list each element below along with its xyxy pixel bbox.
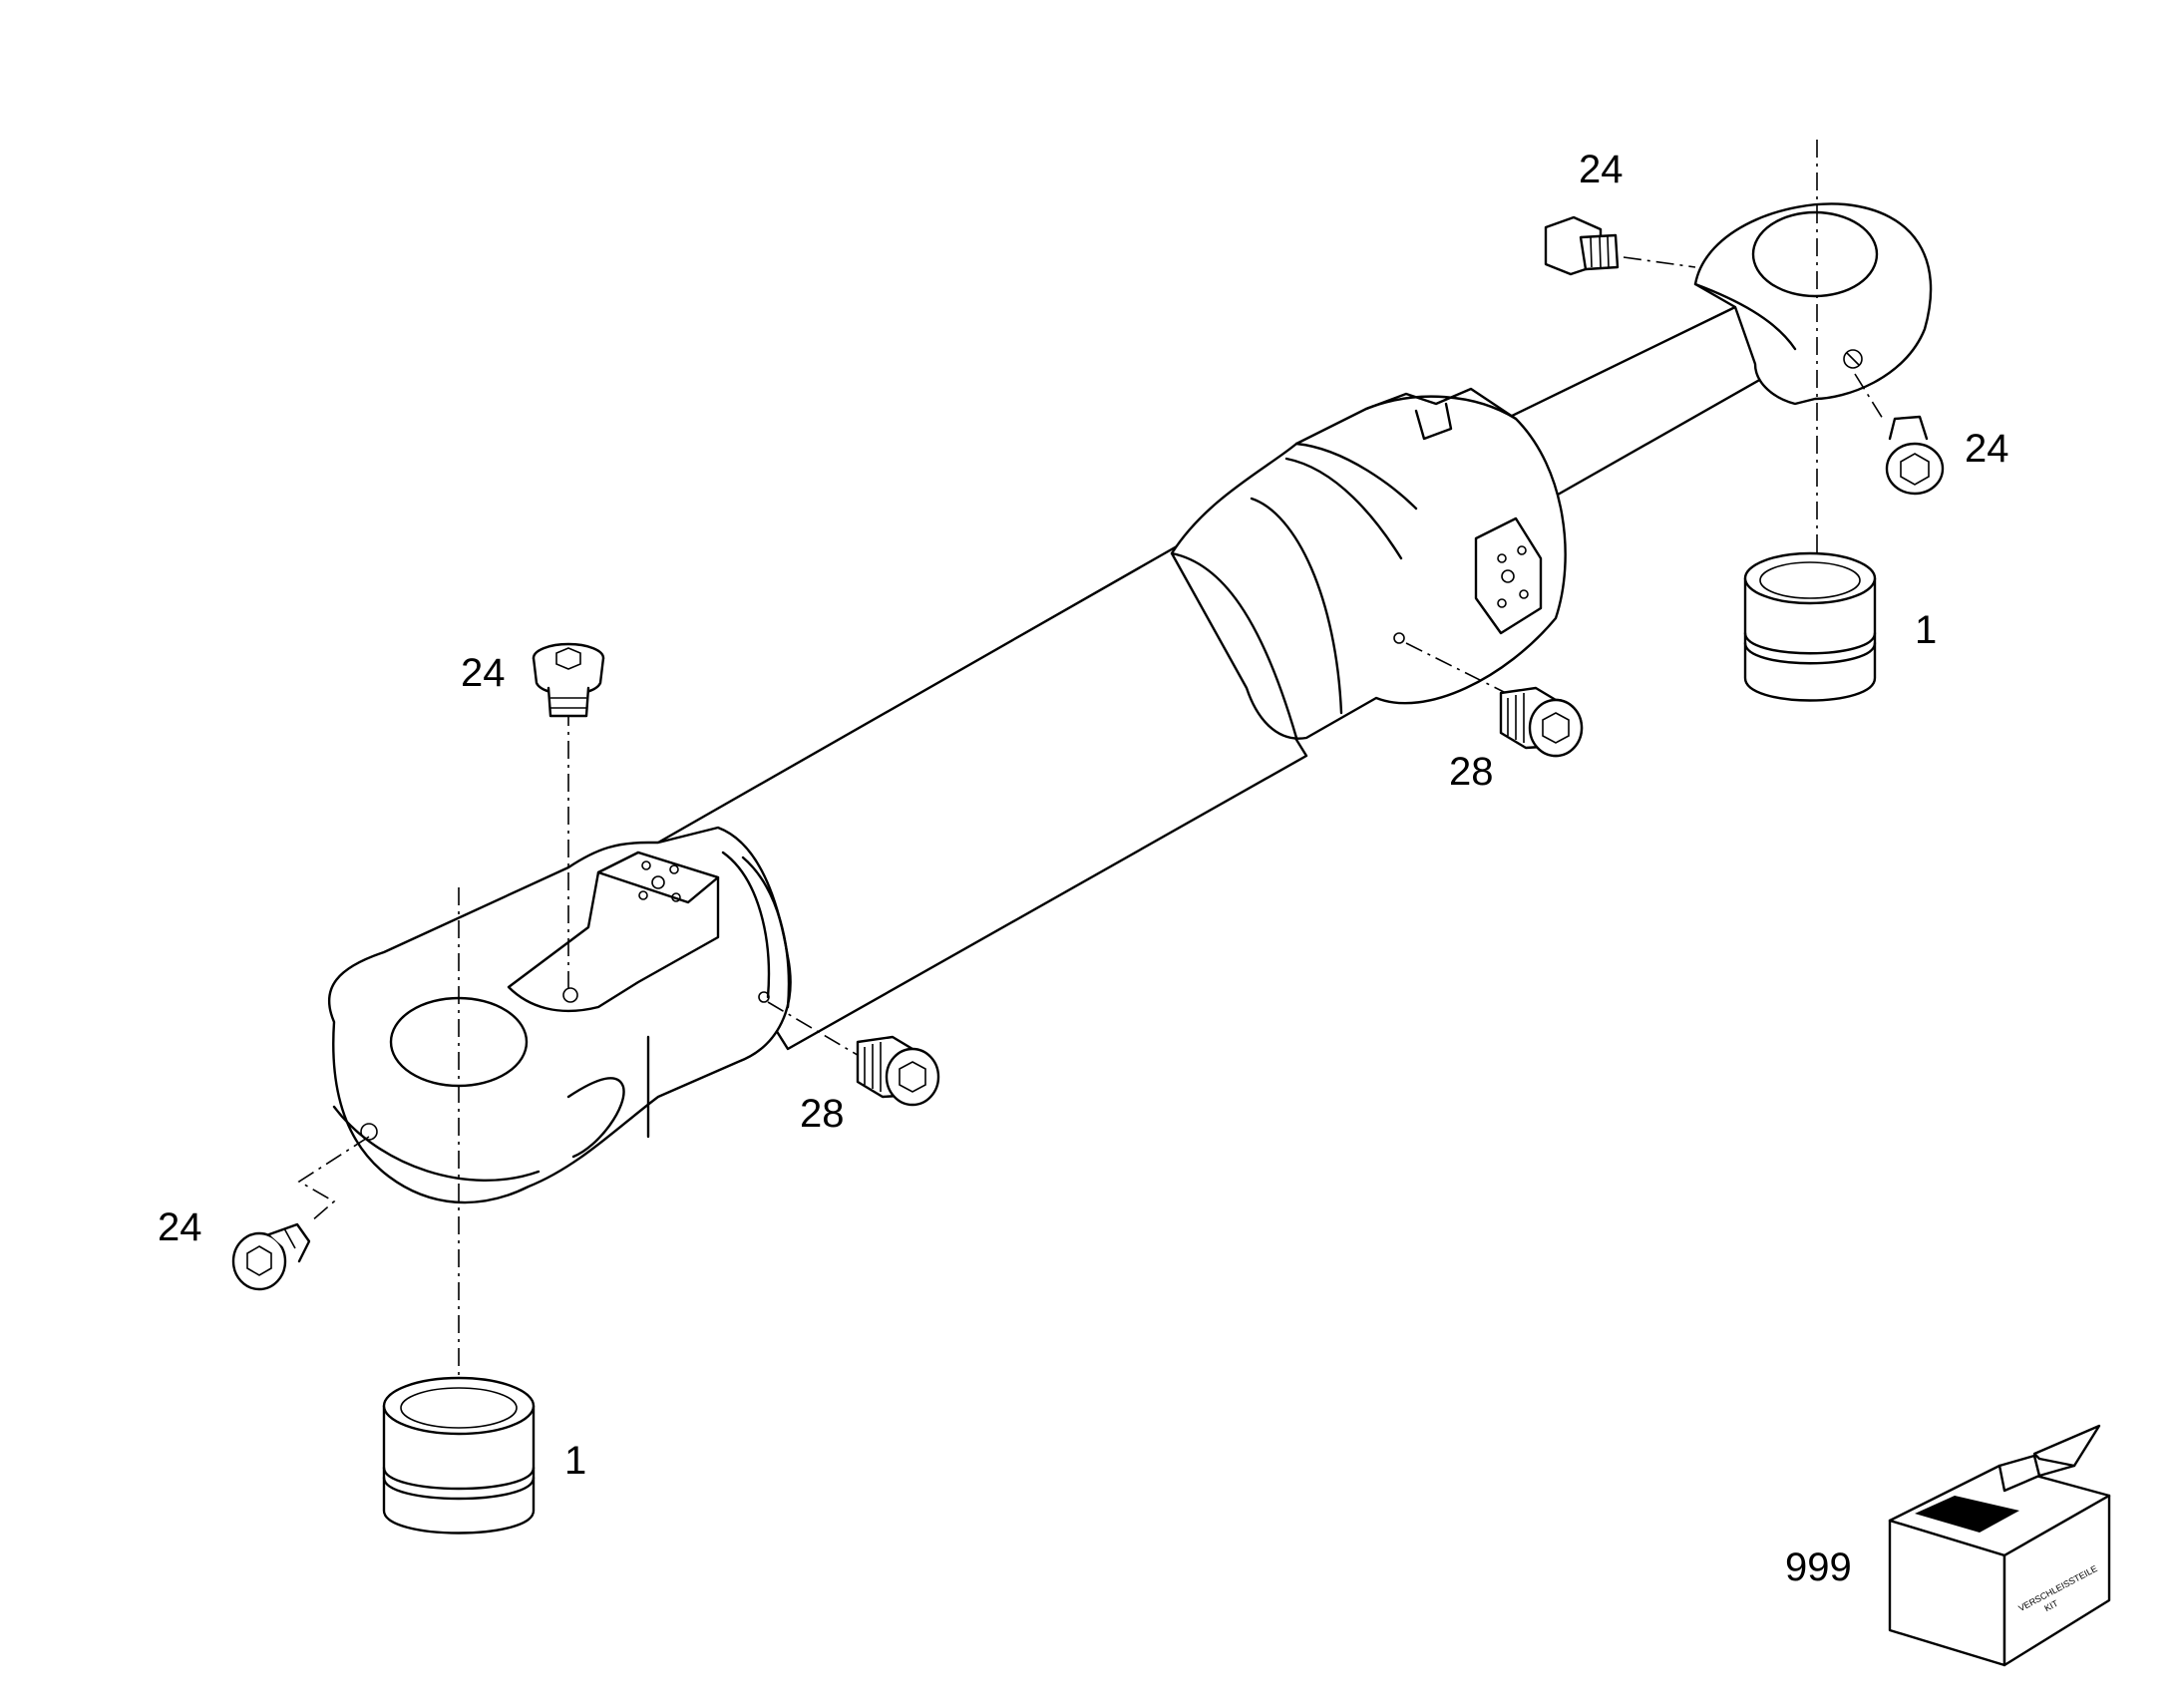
callout-1-right-bushing: 1 [1915, 608, 1937, 652]
screw-plug-24-lower-left [231, 1222, 311, 1291]
callout-28-right-plug: 28 [1449, 750, 1494, 794]
callout-1-left-bushing: 1 [564, 1439, 586, 1483]
rod-end-eye [1693, 202, 1933, 406]
callout-24-right-plug: 24 [1965, 427, 2009, 471]
callout-28-left-plug: 28 [800, 1092, 845, 1136]
wear-parts-kit-box: VERSCHLEISSTEILE KIT [1888, 1424, 2111, 1667]
screw-plug-28-left [856, 1035, 940, 1107]
screw-plug-24-top [1544, 215, 1620, 276]
bushing-1-right [1743, 551, 1877, 702]
bushing-1-left [382, 1376, 536, 1535]
callout-24-top-plug: 24 [1579, 148, 1624, 191]
cylinder-head-gland [1170, 387, 1567, 740]
screw-plug-24-left [532, 642, 605, 718]
callout-24-lower-left-plug: 24 [158, 1205, 202, 1249]
base-end-eye [328, 826, 792, 1204]
callout-24-left-plug: 24 [461, 651, 506, 695]
screw-plug-24-right [1885, 415, 1945, 496]
screw-plug-28-right [1499, 686, 1584, 758]
callout-999-kit: 999 [1785, 1545, 1852, 1589]
